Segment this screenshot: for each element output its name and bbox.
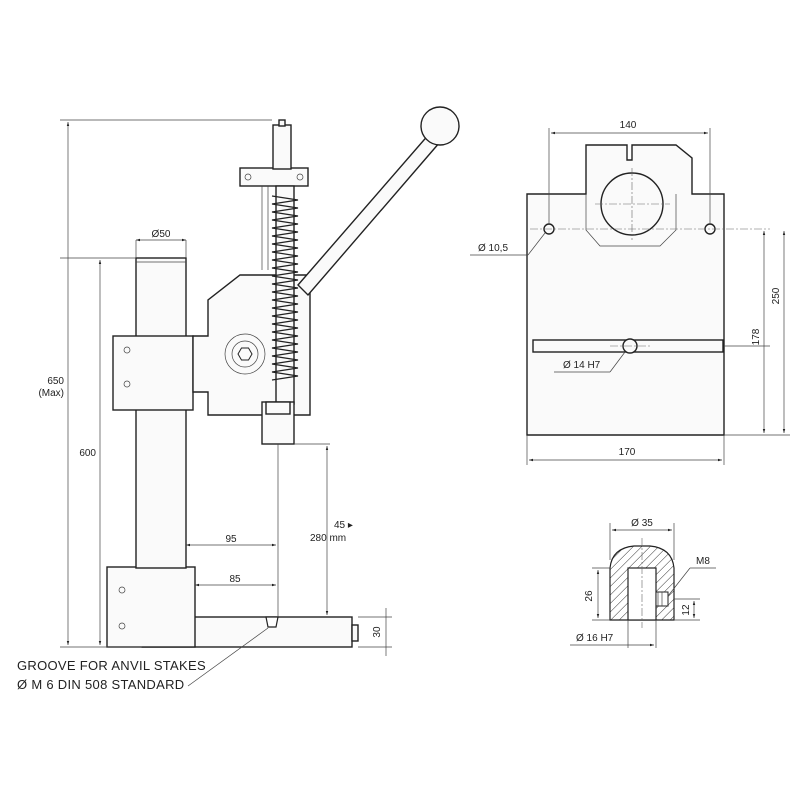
dim-text-85: 85	[229, 574, 241, 585]
dim-text-250: 250	[771, 287, 782, 304]
lever-arm	[297, 132, 441, 297]
dim-text-bore: Ø 16 H7	[576, 633, 614, 644]
foot-screw	[118, 586, 126, 594]
cap-screw	[244, 173, 252, 181]
pivot-outer	[224, 333, 266, 375]
leader-hole	[527, 232, 546, 256]
dim-text-stroke: 45 ▸	[334, 520, 353, 531]
dim-text-26: 26	[584, 590, 595, 602]
dim-text-170: 170	[619, 447, 636, 458]
dim-text-thread: M8	[696, 556, 710, 567]
dim-text-hole: Ø 10,5	[478, 243, 508, 254]
clamp-screw	[123, 380, 131, 388]
anvil-groove	[265, 616, 279, 628]
ram-top-nut	[272, 124, 292, 170]
dim-text-600: 600	[79, 448, 96, 459]
holder-section-view: Ø 35 M8 26 12 Ø 16 H7	[570, 518, 716, 648]
plate-top-view: 140 Ø 10,5 Ø 14 H7 250 178 170	[470, 120, 790, 465]
leader-slot	[609, 351, 626, 373]
dim-text-stroke-mm: 280 mm	[310, 533, 346, 544]
dim-text-650: 650	[47, 376, 64, 387]
dim-text-140: 140	[620, 120, 637, 131]
dim-text-12: 12	[681, 604, 692, 616]
hex-socket-icon	[237, 347, 253, 361]
plate-outline	[526, 144, 725, 436]
groove-note-line1: GROOVE FOR ANVIL STAKES	[17, 658, 206, 673]
dim-text-178: 178	[751, 328, 762, 345]
leader-groove	[187, 627, 269, 687]
dim-text-dia50: Ø50	[152, 229, 171, 240]
leader-thread	[667, 567, 691, 597]
press-side-view: 650 (Max) 600 Ø50 95 85 45 ▸ 280 mm 30 G…	[17, 106, 460, 692]
foot-screw	[118, 622, 126, 630]
column-foot	[106, 566, 196, 648]
return-spring	[271, 195, 299, 381]
dim-text-30: 30	[372, 626, 383, 638]
cap-screw	[296, 173, 304, 181]
lever-knob	[420, 106, 460, 146]
clamp-screw	[123, 346, 131, 354]
groove-note-line2: Ø M 6 DIN 508 STANDARD	[17, 677, 184, 692]
dim-text-dia35: Ø 35	[631, 518, 653, 529]
dim-text-slot: Ø 14 H7	[563, 360, 601, 371]
pivot-inner	[231, 340, 259, 368]
dim-text-max: (Max)	[38, 388, 64, 399]
base-plate-end	[351, 624, 359, 642]
plate-notch	[585, 194, 677, 247]
ram-top-stub	[278, 119, 286, 127]
dim-text-95: 95	[225, 534, 237, 545]
column	[135, 257, 187, 569]
ram-top-cap	[239, 167, 309, 187]
tool-holder-collar	[265, 401, 291, 415]
column-clamp	[112, 335, 194, 411]
